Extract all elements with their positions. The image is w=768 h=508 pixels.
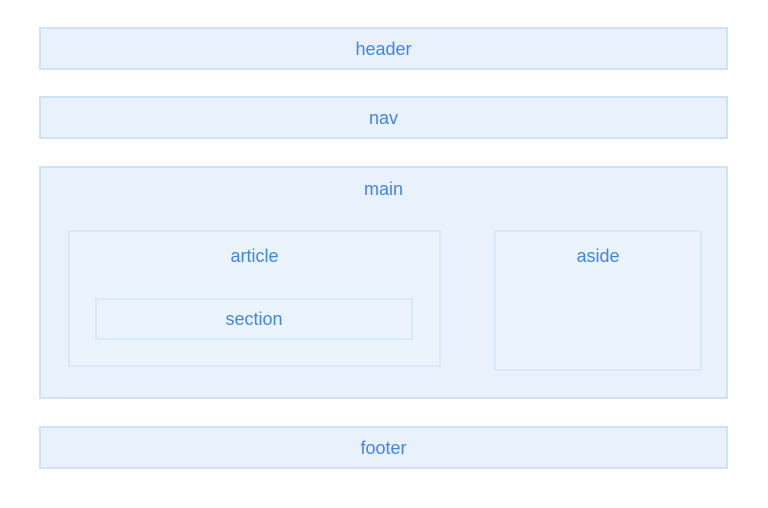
aside-label: aside [576, 246, 620, 266]
section-box: section [95, 298, 413, 340]
footer-label: footer [360, 437, 407, 458]
footer-box: footer [39, 426, 728, 469]
nav-box: nav [39, 96, 728, 139]
header-label: header [355, 38, 412, 59]
article-label: article [230, 246, 279, 266]
aside-box: aside [494, 230, 702, 371]
header-box: header [39, 27, 728, 70]
section-label: section [225, 309, 283, 329]
main-label: main [363, 179, 403, 199]
article-box: article section [68, 230, 441, 367]
main-box: main article section aside [39, 166, 728, 399]
nav-label: nav [368, 107, 399, 128]
